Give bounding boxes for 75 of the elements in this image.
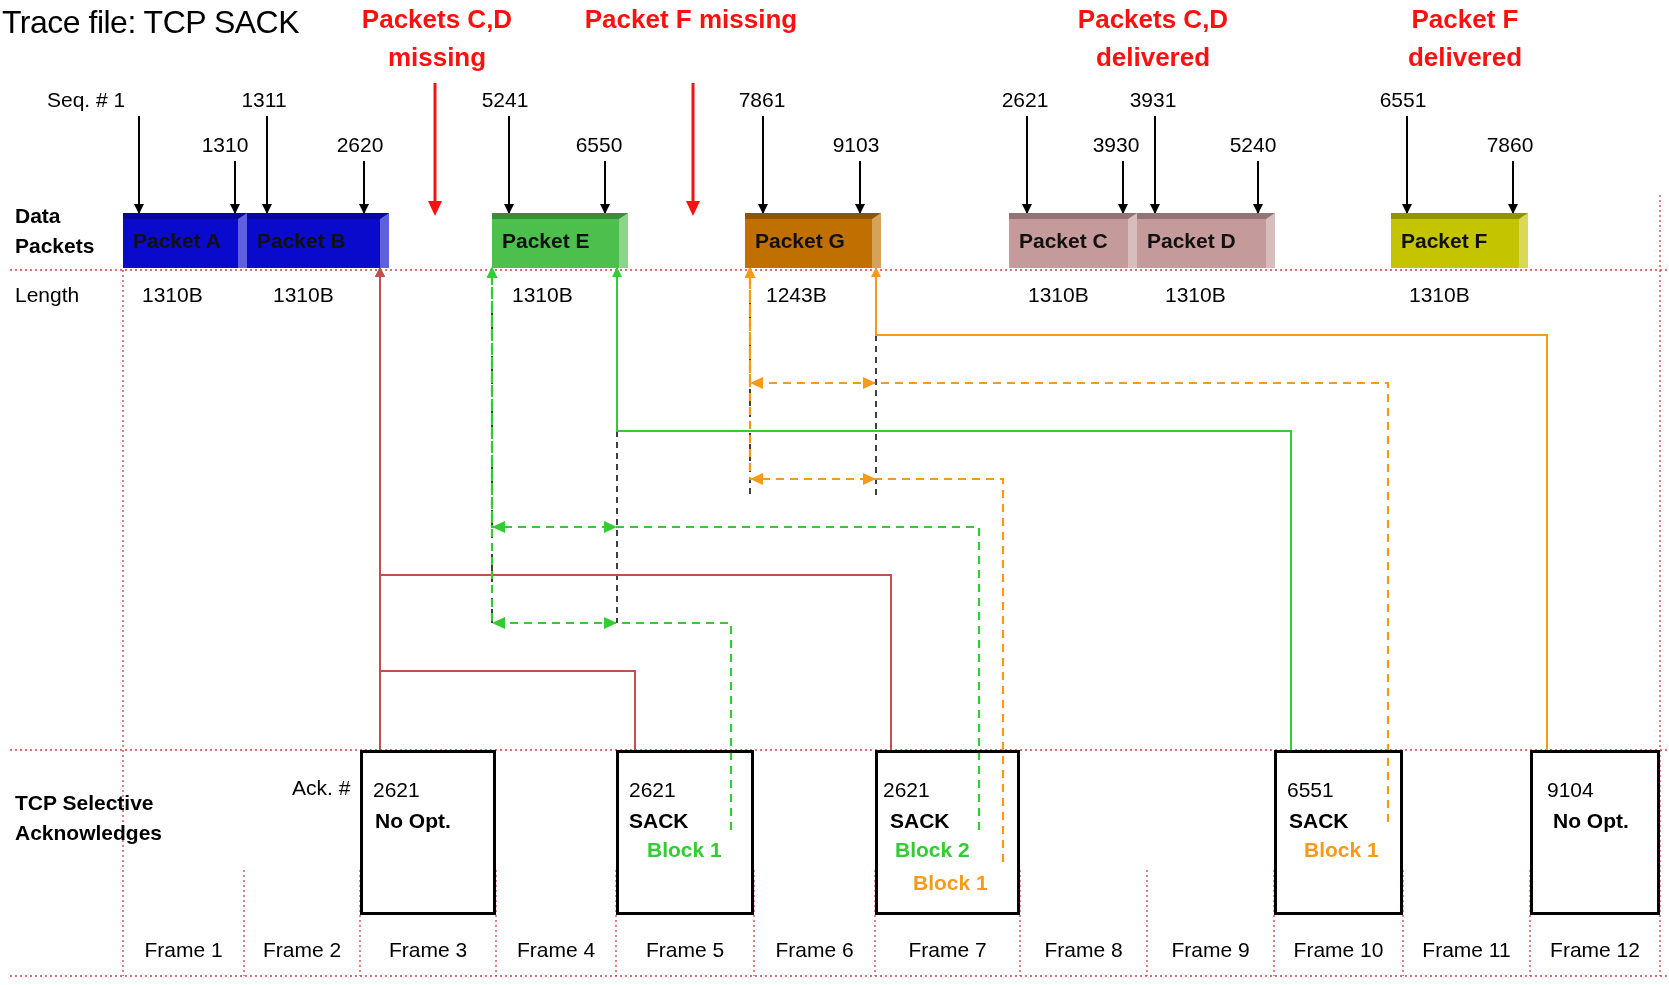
ack-frame-box xyxy=(616,750,754,915)
sequence-number: 5241 xyxy=(481,88,529,112)
frame-label: Frame 11 xyxy=(1421,938,1512,962)
option-label: SACK xyxy=(890,809,950,833)
frame-label: Frame 9 xyxy=(1170,938,1251,962)
block-label: Block 1 xyxy=(1304,838,1379,862)
packet-block xyxy=(1137,213,1275,268)
row-label: TCP Selective Acknowledges xyxy=(15,790,164,846)
packet-label: Packet G xyxy=(755,229,845,253)
frame-label: Frame 3 xyxy=(387,938,469,962)
option-label: No Opt. xyxy=(1553,809,1629,833)
frame-label: Frame 8 xyxy=(1043,938,1124,962)
option-label: SACK xyxy=(1289,809,1349,833)
frame-label: Frame 12 xyxy=(1549,938,1641,962)
sequence-number: 2620 xyxy=(336,133,384,157)
block-label: Block 2 xyxy=(895,838,970,862)
annotation: Packet F delivered xyxy=(1406,3,1524,74)
packet-block xyxy=(1009,213,1137,268)
ack-number: 6551 xyxy=(1287,778,1334,802)
sequence-number: 7860 xyxy=(1486,133,1534,157)
sequence-number: 2621 xyxy=(1001,88,1049,112)
frame-label: Frame 1 xyxy=(143,938,224,962)
block-label: Block 1 xyxy=(913,871,988,895)
sequence-number: 6551 xyxy=(1379,88,1427,112)
block-label: Block 1 xyxy=(647,838,722,862)
packet-block xyxy=(745,213,881,268)
annotation: Packets C,D delivered xyxy=(1076,3,1230,74)
frame-label: Frame 10 xyxy=(1292,938,1385,962)
ack-number: 2621 xyxy=(373,778,420,802)
length-value: 1310B xyxy=(512,283,573,307)
annotation: Packet F missing xyxy=(583,3,799,36)
sequence-number: 5240 xyxy=(1229,133,1277,157)
frame-label: Frame 4 xyxy=(515,938,597,962)
length-value: 1310B xyxy=(142,283,203,307)
packet-block xyxy=(492,213,628,268)
length-value: 1243B xyxy=(766,283,827,307)
packet-label: Packet C xyxy=(1019,229,1108,253)
sequence-number: 1310 xyxy=(201,133,249,157)
packet-block xyxy=(247,213,389,268)
length-value: 1310B xyxy=(1028,283,1089,307)
frame-label: Frame 7 xyxy=(907,938,988,962)
frame-label: Frame 5 xyxy=(644,938,726,962)
ack-number: 9104 xyxy=(1547,778,1594,802)
length-value: 1310B xyxy=(1409,283,1470,307)
annotation: Packets C,D missing xyxy=(360,3,514,74)
title: Trace file: TCP SACK xyxy=(2,4,300,41)
sequence-number: 6550 xyxy=(575,133,623,157)
packet-label: Packet F xyxy=(1401,229,1488,253)
length-value: 1310B xyxy=(273,283,334,307)
ack-number: 2621 xyxy=(883,778,930,802)
ack-frame-box xyxy=(360,750,496,915)
sequence-number: 3930 xyxy=(1092,133,1140,157)
packet-label: Packet A xyxy=(133,229,221,253)
ack-frame-box xyxy=(1274,750,1403,915)
field-label: Ack. # xyxy=(292,776,351,800)
sequence-number: 3931 xyxy=(1129,88,1177,112)
ack-number: 2621 xyxy=(629,778,676,802)
packet-label: Packet D xyxy=(1147,229,1236,253)
packet-label: Packet B xyxy=(257,229,346,253)
frame-label: Frame 2 xyxy=(261,938,343,962)
packet-block xyxy=(123,213,247,268)
ack-frame-box xyxy=(875,750,1020,915)
packet-block xyxy=(1391,213,1528,268)
frame-label: Frame 6 xyxy=(774,938,855,962)
ack-frame-box xyxy=(1530,750,1660,915)
sequence-number: 7861 xyxy=(738,88,786,112)
length-value: 1310B xyxy=(1165,283,1226,307)
sequence-number: 1311 xyxy=(241,88,287,112)
option-label: No Opt. xyxy=(375,809,451,833)
row-label: Length xyxy=(15,283,80,307)
row-label: Data Packets xyxy=(15,203,96,259)
packet-label: Packet E xyxy=(502,229,590,253)
option-label: SACK xyxy=(629,809,689,833)
sequence-number: 9103 xyxy=(832,133,880,157)
sequence-number: Seq. # 1 xyxy=(47,88,126,112)
